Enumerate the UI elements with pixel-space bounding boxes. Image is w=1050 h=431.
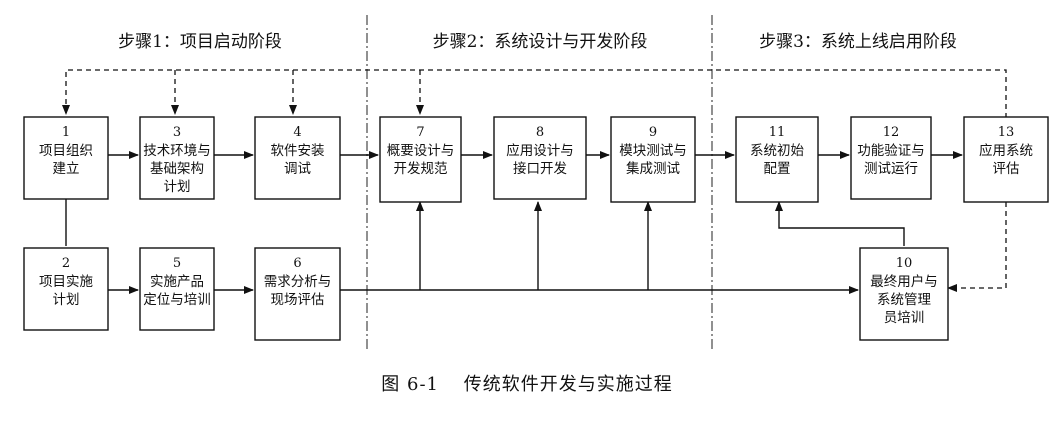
step-label-line: 最终用户与 xyxy=(870,273,938,290)
step-label-line: 接口开发 xyxy=(513,160,567,177)
step-label-line: 配置 xyxy=(764,161,791,177)
step-label-line: 系统初始 xyxy=(750,142,804,159)
step-label-line: 应用系统 xyxy=(979,142,1033,159)
step-label-line: 实施产品 xyxy=(150,274,204,290)
step-number: 13 xyxy=(998,125,1015,140)
phase-2-title: 步骤2：系统设计与开发阶段 xyxy=(433,32,648,52)
step-number: 6 xyxy=(293,256,301,271)
step-label-line: 员培训 xyxy=(884,310,925,326)
feedback-loop-dashed xyxy=(62,69,1007,292)
step-number: 8 xyxy=(536,125,544,140)
step-number: 12 xyxy=(883,125,900,140)
step-number: 7 xyxy=(416,125,424,140)
step-label-line: 评估 xyxy=(993,161,1020,177)
step-label-line: 定位与培训 xyxy=(143,292,211,308)
flow-connectors xyxy=(65,151,963,294)
step-number: 1 xyxy=(62,125,70,140)
step-label-line: 应用设计与 xyxy=(506,142,574,159)
step-number: 2 xyxy=(62,256,70,271)
step-label-line: 现场评估 xyxy=(271,292,325,308)
step-number: 10 xyxy=(896,256,913,271)
step-label-line: 建立 xyxy=(53,161,80,177)
step-label-line: 项目实施 xyxy=(39,274,93,290)
step-number: 4 xyxy=(293,125,301,140)
figure-number: 图 6-1 xyxy=(381,374,439,395)
step-label-line: 概要设计与 xyxy=(387,143,455,159)
step-number: 3 xyxy=(173,125,181,140)
step-label-line: 基础架构 xyxy=(150,160,204,177)
step-label-line: 功能验证与 xyxy=(857,143,925,159)
step-number: 5 xyxy=(173,256,181,271)
step-label-line: 软件安装 xyxy=(271,143,325,159)
step-label-line: 计划 xyxy=(53,292,80,308)
step-label-line: 测试运行 xyxy=(864,161,918,177)
step-label-line: 开发规范 xyxy=(394,161,448,177)
step-label-line: 项目组织 xyxy=(39,143,93,159)
figure-caption: 图 6-1 传统软件开发与实施过程 xyxy=(381,374,672,395)
step-label-line: 集成测试 xyxy=(626,161,680,177)
step-number: 11 xyxy=(769,125,786,140)
step-label-line: 系统管理 xyxy=(877,292,931,308)
step-label-line: 需求分析与 xyxy=(264,274,332,290)
figure-title: 传统软件开发与实施过程 xyxy=(464,374,673,395)
step-label-line: 技术环境与 xyxy=(143,143,211,159)
step-label-line: 模块测试与 xyxy=(619,143,687,159)
step-label-line: 调试 xyxy=(284,161,311,177)
phase-3-title: 步骤3：系统上线启用阶段 xyxy=(759,32,957,52)
step-number: 9 xyxy=(649,125,657,140)
step-label-line: 计划 xyxy=(164,179,191,195)
phase-1-title: 步骤1：项目启动阶段 xyxy=(118,32,282,52)
